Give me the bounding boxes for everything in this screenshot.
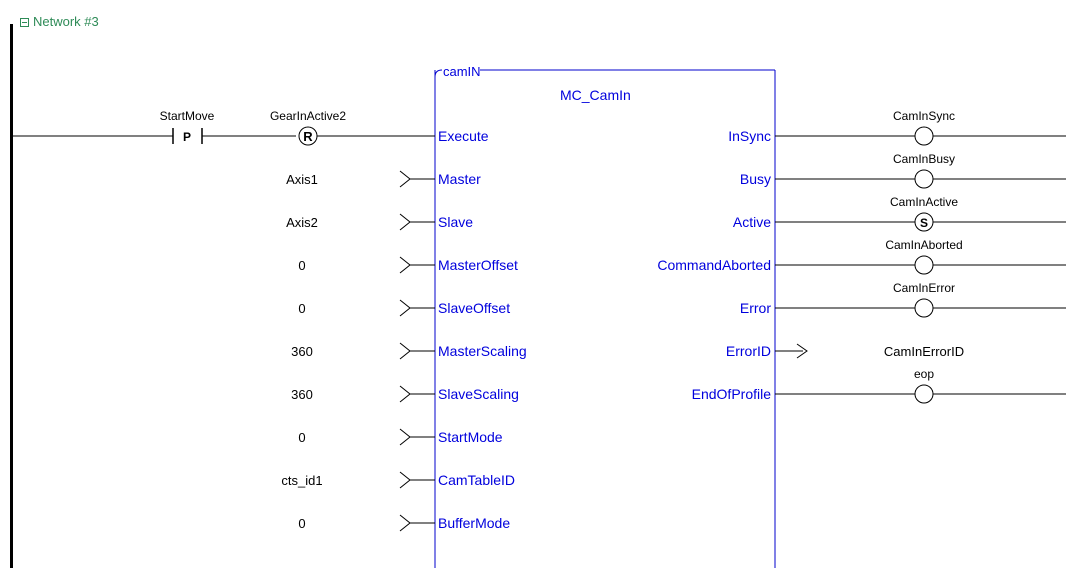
input-variable-camtableid[interactable]: cts_id1 [281, 473, 322, 488]
input-pin-masteroffset: MasterOffset [438, 257, 518, 273]
input-connector-chevron [399, 428, 411, 446]
left-power-rail [10, 24, 13, 568]
block-type-name: MC_CamIn [560, 87, 631, 103]
output-pin-errorid: ErrorID [726, 343, 771, 359]
output-variable-errorid[interactable]: CamInErrorID [884, 344, 964, 359]
coil-variable-caminbusy[interactable]: CamInBusy [893, 152, 955, 166]
input-connector-chevron [399, 170, 411, 188]
input-pin-camtableid: CamTableID [438, 472, 515, 488]
positive-transition-contact[interactable]: P [183, 130, 191, 144]
network-title: Network #3 [33, 14, 99, 29]
output-pin-endofprofile: EndOfProfile [692, 386, 772, 402]
coil-variable-caminactive[interactable]: CamInActive [890, 195, 958, 209]
input-variable-masterscaling[interactable]: 360 [291, 344, 313, 359]
coil-variable-caminerror[interactable]: CamInError [893, 281, 955, 295]
input-pin-masterscaling: MasterScaling [438, 343, 527, 359]
input-connector-chevron [399, 514, 411, 532]
input-variable-buffermode[interactable]: 0 [298, 516, 305, 531]
coil[interactable] [914, 384, 934, 404]
input-pin-slaveoffset: SlaveOffset [438, 300, 510, 316]
contact-variable-startmove[interactable]: StartMove [160, 109, 215, 123]
input-pin-execute: Execute [438, 128, 489, 144]
coil-variable-eop[interactable]: eop [914, 367, 934, 381]
coil-variable-gearinactive2[interactable]: GearInActive2 [270, 109, 346, 123]
input-connector-chevron [399, 256, 411, 274]
coil[interactable] [914, 255, 934, 275]
output-pin-active: Active [733, 214, 771, 230]
function-block-corner [434, 69, 443, 78]
coil-variable-caminsync[interactable]: CamInSync [893, 109, 955, 123]
coil[interactable] [914, 298, 934, 318]
coil[interactable] [914, 126, 934, 146]
input-variable-master[interactable]: Axis1 [286, 172, 318, 187]
input-pin-master: Master [438, 171, 481, 187]
input-pin-buffermode: BufferMode [438, 515, 510, 531]
output-pin-busy: Busy [740, 171, 771, 187]
set-coil-symbol: S [920, 216, 928, 230]
input-variable-masteroffset[interactable]: 0 [298, 258, 305, 273]
output-pin-commandaborted: CommandAborted [657, 257, 771, 273]
input-connector-chevron [399, 471, 411, 489]
input-connector-chevron [399, 213, 411, 231]
instance-name[interactable]: camIN [443, 64, 481, 79]
input-pin-slave: Slave [438, 214, 473, 230]
coil[interactable] [914, 169, 934, 189]
input-connector-chevron [399, 342, 411, 360]
output-connector-chevron [796, 343, 808, 359]
input-pin-slavescaling: SlaveScaling [438, 386, 519, 402]
input-connector-chevron [399, 385, 411, 403]
coil-variable-caminaborted[interactable]: CamInAborted [885, 238, 962, 252]
output-pin-insync: InSync [728, 128, 771, 144]
input-variable-slavescaling[interactable]: 360 [291, 387, 313, 402]
network-header[interactable]: Network #3 [20, 14, 99, 30]
input-variable-slaveoffset[interactable]: 0 [298, 301, 305, 316]
reset-coil-symbol: R [303, 129, 313, 144]
minus-box-icon[interactable] [20, 17, 29, 27]
input-variable-startmode[interactable]: 0 [298, 430, 305, 445]
input-pin-startmode: StartMode [438, 429, 503, 445]
input-variable-slave[interactable]: Axis2 [286, 215, 318, 230]
output-pin-error: Error [740, 300, 771, 316]
input-connector-chevron [399, 299, 411, 317]
